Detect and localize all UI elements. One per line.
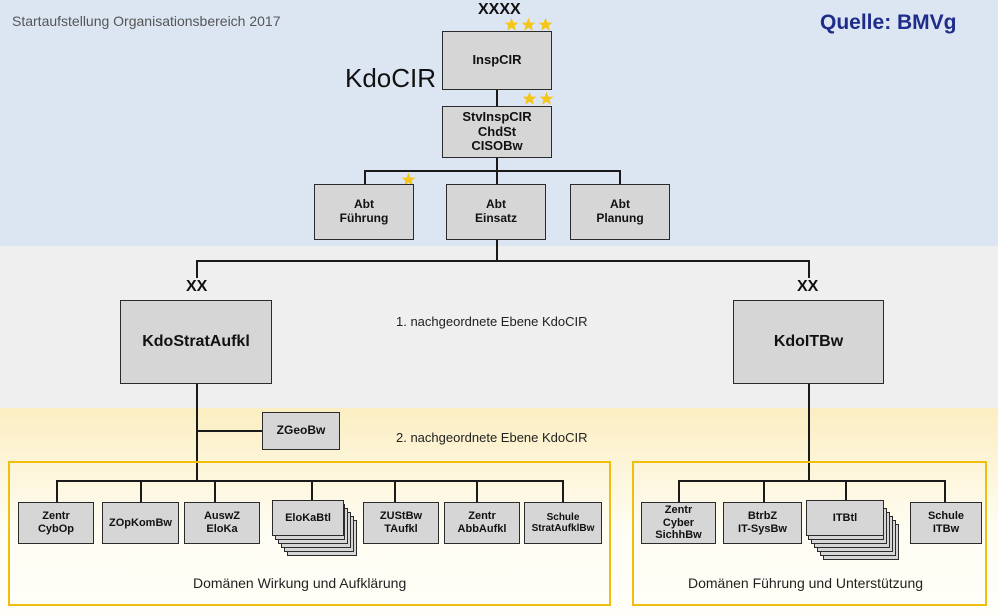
level-1-label: 1. nachgeordnete Ebene KdoCIR [396, 314, 588, 329]
box-abt-planung: Abt Planung [570, 184, 670, 240]
star-icon [504, 17, 519, 31]
level-2-label: 2. nachgeordnete Ebene KdoCIR [396, 430, 588, 445]
rank-right: XX [797, 278, 819, 295]
group-wirkung-aufklaerung [8, 461, 611, 606]
box-inspcir: InspCIR [442, 31, 552, 90]
unit-box: Schule StratAufklBw [524, 502, 602, 544]
star-icon [522, 91, 537, 105]
connector-line [562, 480, 564, 502]
box-abt-fuehrung: Abt Führung [314, 184, 414, 240]
connector-line [496, 90, 498, 106]
unit-box: AuswZ EloKa [184, 502, 260, 544]
connector-line [196, 260, 810, 262]
unit-box: Zentr Cyber SichhBw [641, 502, 716, 544]
unit-box: BtrbZ IT-SysBw [723, 502, 802, 544]
connector-line [364, 170, 621, 172]
unit-box: Zentr AbbAufkl [444, 502, 520, 544]
box-zgeobw: ZGeoBw [262, 412, 340, 450]
connector-line [496, 240, 498, 262]
unit-box: Zentr CybOp [18, 502, 94, 544]
connector-line [944, 480, 946, 502]
unit-box: Schule ITBw [910, 502, 982, 544]
connector-line [678, 480, 946, 482]
page-subtitle: Startaufstellung Organisationsbereich 20… [12, 13, 281, 29]
box-abt-einsatz: Abt Einsatz [446, 184, 546, 240]
source-label: Quelle: BMVg [820, 11, 957, 34]
star-icon [401, 172, 416, 186]
rank-left: XX [186, 278, 208, 295]
connector-line [56, 480, 564, 482]
connector-line [845, 480, 847, 502]
unit-box: EloKaBtl [272, 500, 344, 536]
connector-line [808, 260, 810, 278]
connector-line [140, 480, 142, 502]
group-title-left: Domänen Wirkung und Aufklärung [193, 575, 407, 591]
connector-line [394, 480, 396, 502]
connector-line [56, 480, 58, 502]
star-icon [539, 91, 554, 105]
kdocir-label: KdoCIR [345, 63, 437, 93]
unit-box: ZUStBw TAufkl [363, 502, 439, 544]
connector-line [678, 480, 680, 502]
connector-line [619, 170, 621, 184]
connector-line [476, 480, 478, 502]
star-icon [521, 17, 536, 31]
star-icon [538, 17, 553, 31]
connector-line [196, 384, 198, 482]
connector-line [808, 384, 810, 482]
connector-line [311, 480, 313, 502]
unit-box: ZOpKomBw [102, 502, 179, 544]
unit-box: ITBtl [806, 500, 884, 536]
box-stvinspcir: StvInspCIR ChdSt CISOBw [442, 106, 552, 158]
box-kdoitbw: KdoITBw [733, 300, 884, 384]
rank-top: XXXX [478, 1, 521, 18]
connector-line [196, 260, 198, 278]
group-fuehrung-unterstuetzung [632, 461, 987, 606]
connector-line [763, 480, 765, 502]
connector-line [214, 480, 216, 502]
group-title-right: Domänen Führung und Unterstützung [688, 575, 924, 591]
box-kdostrataufkl: KdoStratAufkl [120, 300, 272, 384]
connector-line [364, 170, 366, 184]
connector-line [196, 430, 262, 432]
